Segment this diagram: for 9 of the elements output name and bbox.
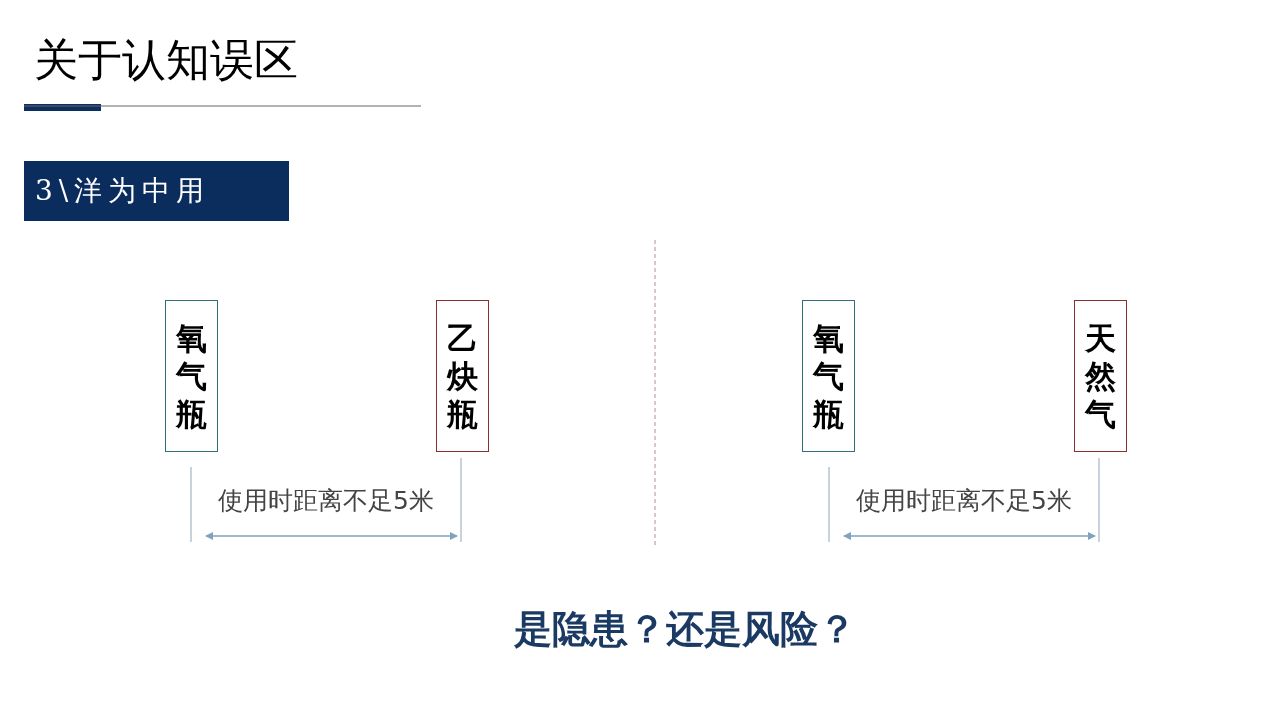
cylinder-label-box: 氧气瓶: [165, 300, 218, 452]
question-text: 是隐患？还是风险？: [513, 606, 857, 653]
section-heading: 3\洋为中用: [24, 161, 289, 221]
cylinder-label-box: 天然气: [1074, 300, 1127, 452]
cylinder-label-box: 氧气瓶: [802, 300, 855, 452]
cylinder-label-box: 乙炔瓶: [436, 300, 489, 452]
title: 关于认知误区: [34, 33, 298, 87]
dimension-label: 使用时距离不足5米: [856, 485, 1072, 517]
dimension-label: 使用时距离不足5米: [218, 485, 434, 517]
